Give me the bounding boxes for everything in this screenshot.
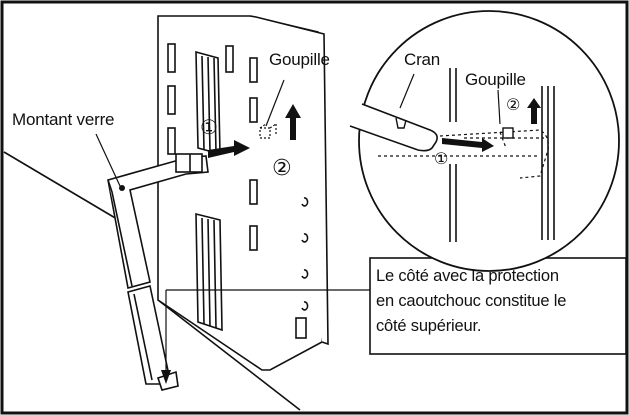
callout-line-1: Le côté avec la protection <box>376 267 559 285</box>
detail-step-1-label: ① <box>434 151 449 168</box>
detail-circle <box>349 10 620 272</box>
step-2-label: ② <box>272 155 292 180</box>
glass-rail <box>107 153 209 391</box>
step-1-label: ① <box>200 117 218 139</box>
side-panel <box>157 15 329 371</box>
rail-dot <box>119 185 125 191</box>
montant-verre-label: Montant verre <box>12 110 115 129</box>
arrow-push <box>208 140 250 158</box>
callout-line-3: côté supérieur. <box>376 317 482 335</box>
leader-goupille-left <box>265 79 285 127</box>
arrow-up <box>285 104 301 140</box>
leader-callout-arrowhead <box>161 370 171 384</box>
goupille-label-left: Goupille <box>269 50 330 69</box>
callout-box <box>369 257 627 355</box>
pin-left <box>259 123 277 139</box>
callout-text: Le côté avec la protection en caoutchouc… <box>376 264 622 339</box>
leader-montant <box>95 133 121 187</box>
detail-step-2-label: ② <box>506 97 521 114</box>
callout-line-2: en caoutchouc constitue le <box>376 292 567 310</box>
goupille-label-right: Goupille <box>465 70 526 89</box>
cran-label: Cran <box>404 50 441 69</box>
room-lines <box>3 151 301 411</box>
